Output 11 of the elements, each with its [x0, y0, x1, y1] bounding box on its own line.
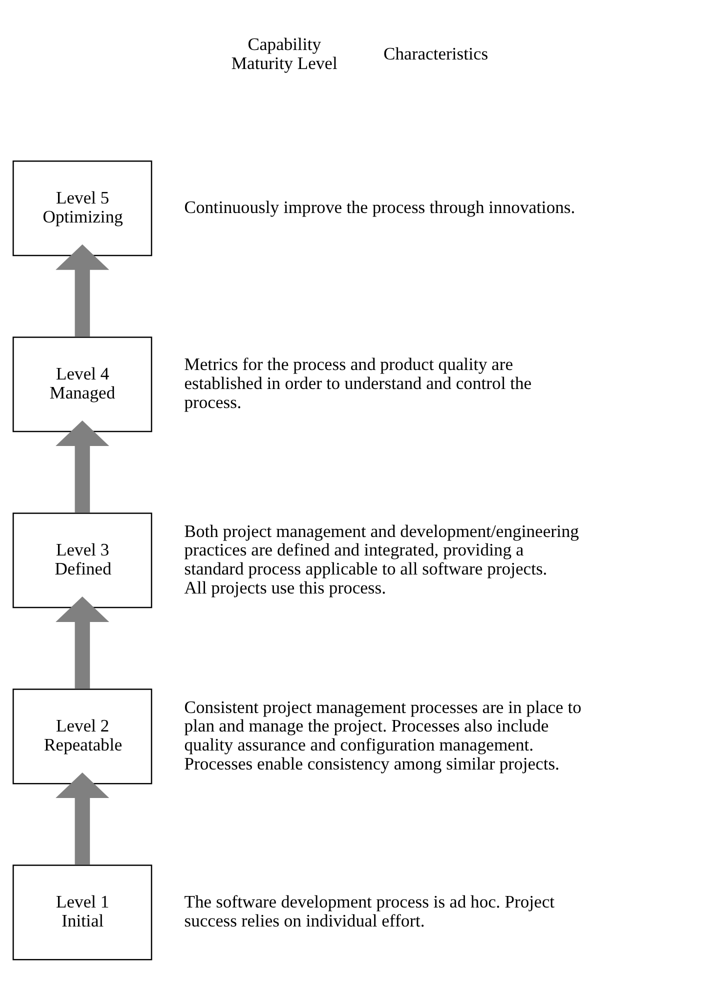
- node-label: The software development process is ad hoc. Project success relies on individual effort.: [184, 891, 555, 930]
- node-label: Both project management and development/engineering practices are defined and integrated, providing a standard process applicable to all software projects. All projects use this process.: [184, 520, 579, 597]
- label: Capability Maturity Level: [231, 34, 338, 72]
- arrow: [56, 772, 110, 864]
- arrow: [56, 244, 110, 336]
- arrow: [56, 596, 110, 688]
- label: Characteristics: [384, 43, 488, 64]
- node-label: Continuously improve the process through innovations.: [184, 196, 576, 216]
- node-label: Metrics for the process and product quality are established in order to understand and control the process.: [184, 354, 532, 412]
- node-label: Consistent project management processes are in place to plan and manage the project. Processes also include quality assurance and configuration management. Processes enable consistency among similar projects.: [184, 696, 582, 773]
- arrow: [56, 420, 110, 512]
